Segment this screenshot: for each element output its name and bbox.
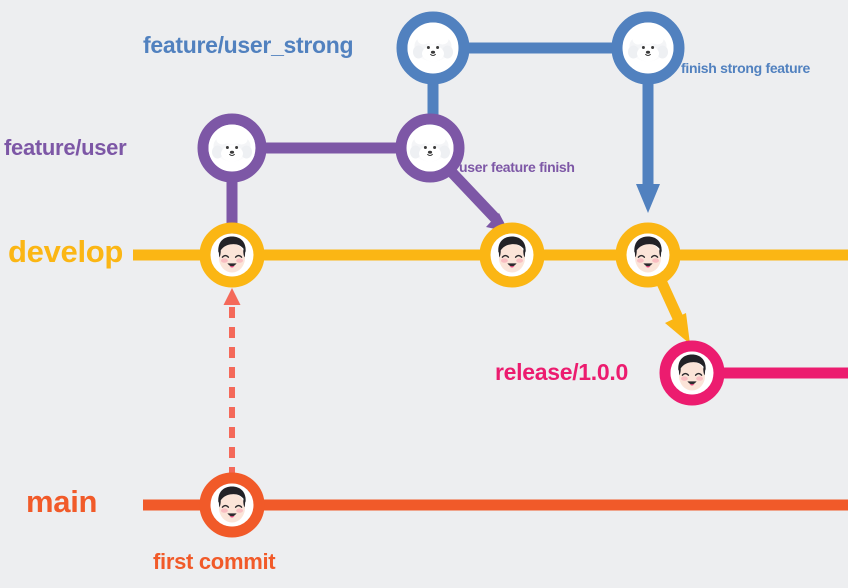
branch-label-release: release/1.0.0 <box>495 359 628 385</box>
commit-node-develop-2[interactable] <box>479 222 545 288</box>
commit-node-develop-1[interactable] <box>199 222 265 288</box>
branch-label-main: main <box>26 484 98 519</box>
annotation-finish-strong-feature: finish strong feature <box>681 60 811 76</box>
branch-label-develop: develop <box>8 234 124 269</box>
commit-node-feature-user-1[interactable] <box>197 113 267 183</box>
annotation-user-feature-finish: user feature finish <box>459 159 575 175</box>
commit-node-feature-user-strong-2[interactable] <box>611 11 685 85</box>
branch-label-feature-user: feature/user <box>4 135 127 160</box>
main-to-develop-dashed-arrow <box>223 288 241 478</box>
commit-node-feature-user-strong-1[interactable] <box>396 11 470 85</box>
commit-node-develop-3[interactable] <box>615 222 681 288</box>
annotation-first-commit: first commit <box>153 549 276 574</box>
commit-node-main-1[interactable] <box>199 472 265 538</box>
branch-label-feature-user-strong: feature/user_strong <box>143 32 354 58</box>
commit-node-release-1[interactable] <box>659 340 725 406</box>
branch-lane-lines <box>133 249 848 511</box>
finish-strong-feature-arrow <box>636 62 660 213</box>
commit-node-feature-user-2[interactable] <box>395 113 465 183</box>
